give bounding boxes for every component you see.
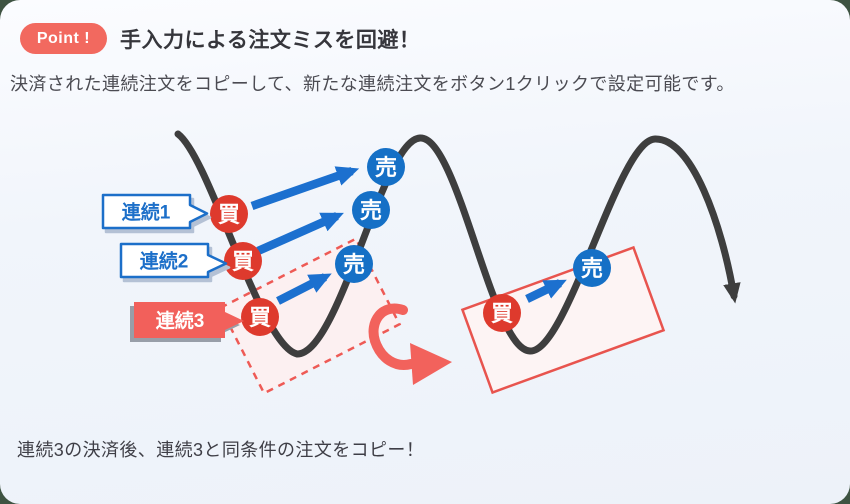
buy-marker-copied-label: 買 (491, 301, 513, 326)
profit-arrow-2 (256, 212, 344, 255)
buy-marker-1-label: 買 (218, 202, 240, 227)
order-label-2-text: 連続2 (140, 250, 189, 273)
buy-marker-2: 買 (224, 242, 262, 280)
sell-marker-3-label: 売 (343, 252, 365, 277)
order-label-1-text: 連続1 (122, 201, 171, 224)
order-label-3-text: 連続3 (156, 309, 205, 332)
price-wave (174, 130, 741, 358)
sell-marker-1-label: 売 (375, 155, 397, 180)
order-label-1-bubble (101, 193, 209, 230)
profit-arrow-3 (276, 273, 332, 305)
profit-arrow-4 (525, 279, 567, 303)
order-label-3: 連続3 (134, 302, 244, 338)
point-badge: Point ! (20, 23, 107, 54)
description-text: 決済された連続注文をコピーして、新たな連続注文をボタン1クリックで設定可能です。 (10, 74, 735, 94)
buy-marker-2-label: 買 (232, 249, 254, 274)
buy-marker-3: 買 (241, 298, 279, 336)
order-label-2-bubble (119, 242, 228, 279)
header: Point ! 手入力による注文ミスを回避！ (20, 23, 420, 54)
order-label-1: 連続1 (101, 193, 209, 230)
buy-marker-3-label: 買 (249, 305, 271, 330)
profit-arrow-1 (250, 166, 360, 211)
order-label-3-bubble (134, 302, 244, 338)
sell-marker-3: 売 (335, 245, 373, 283)
copy-arrow (368, 303, 452, 385)
sell-marker-1: 売 (367, 148, 405, 186)
sell-marker-2-label: 売 (360, 198, 382, 223)
buy-marker-copied: 買 (483, 294, 521, 332)
page-title: 手入力による注文ミスを回避！ (120, 28, 421, 52)
sell-marker-2: 売 (352, 191, 390, 229)
footer-note: 連続3の決済後、連続3と同条件の注文をコピー！ (17, 440, 425, 460)
sell-marker-copied-label: 売 (581, 256, 603, 281)
sell-marker-copied: 売 (573, 249, 611, 287)
copy-arrow-curve (368, 303, 416, 370)
order-label-2: 連続2 (119, 242, 228, 279)
buy-marker-1: 買 (210, 195, 248, 233)
copy-arrow-head (410, 343, 452, 385)
